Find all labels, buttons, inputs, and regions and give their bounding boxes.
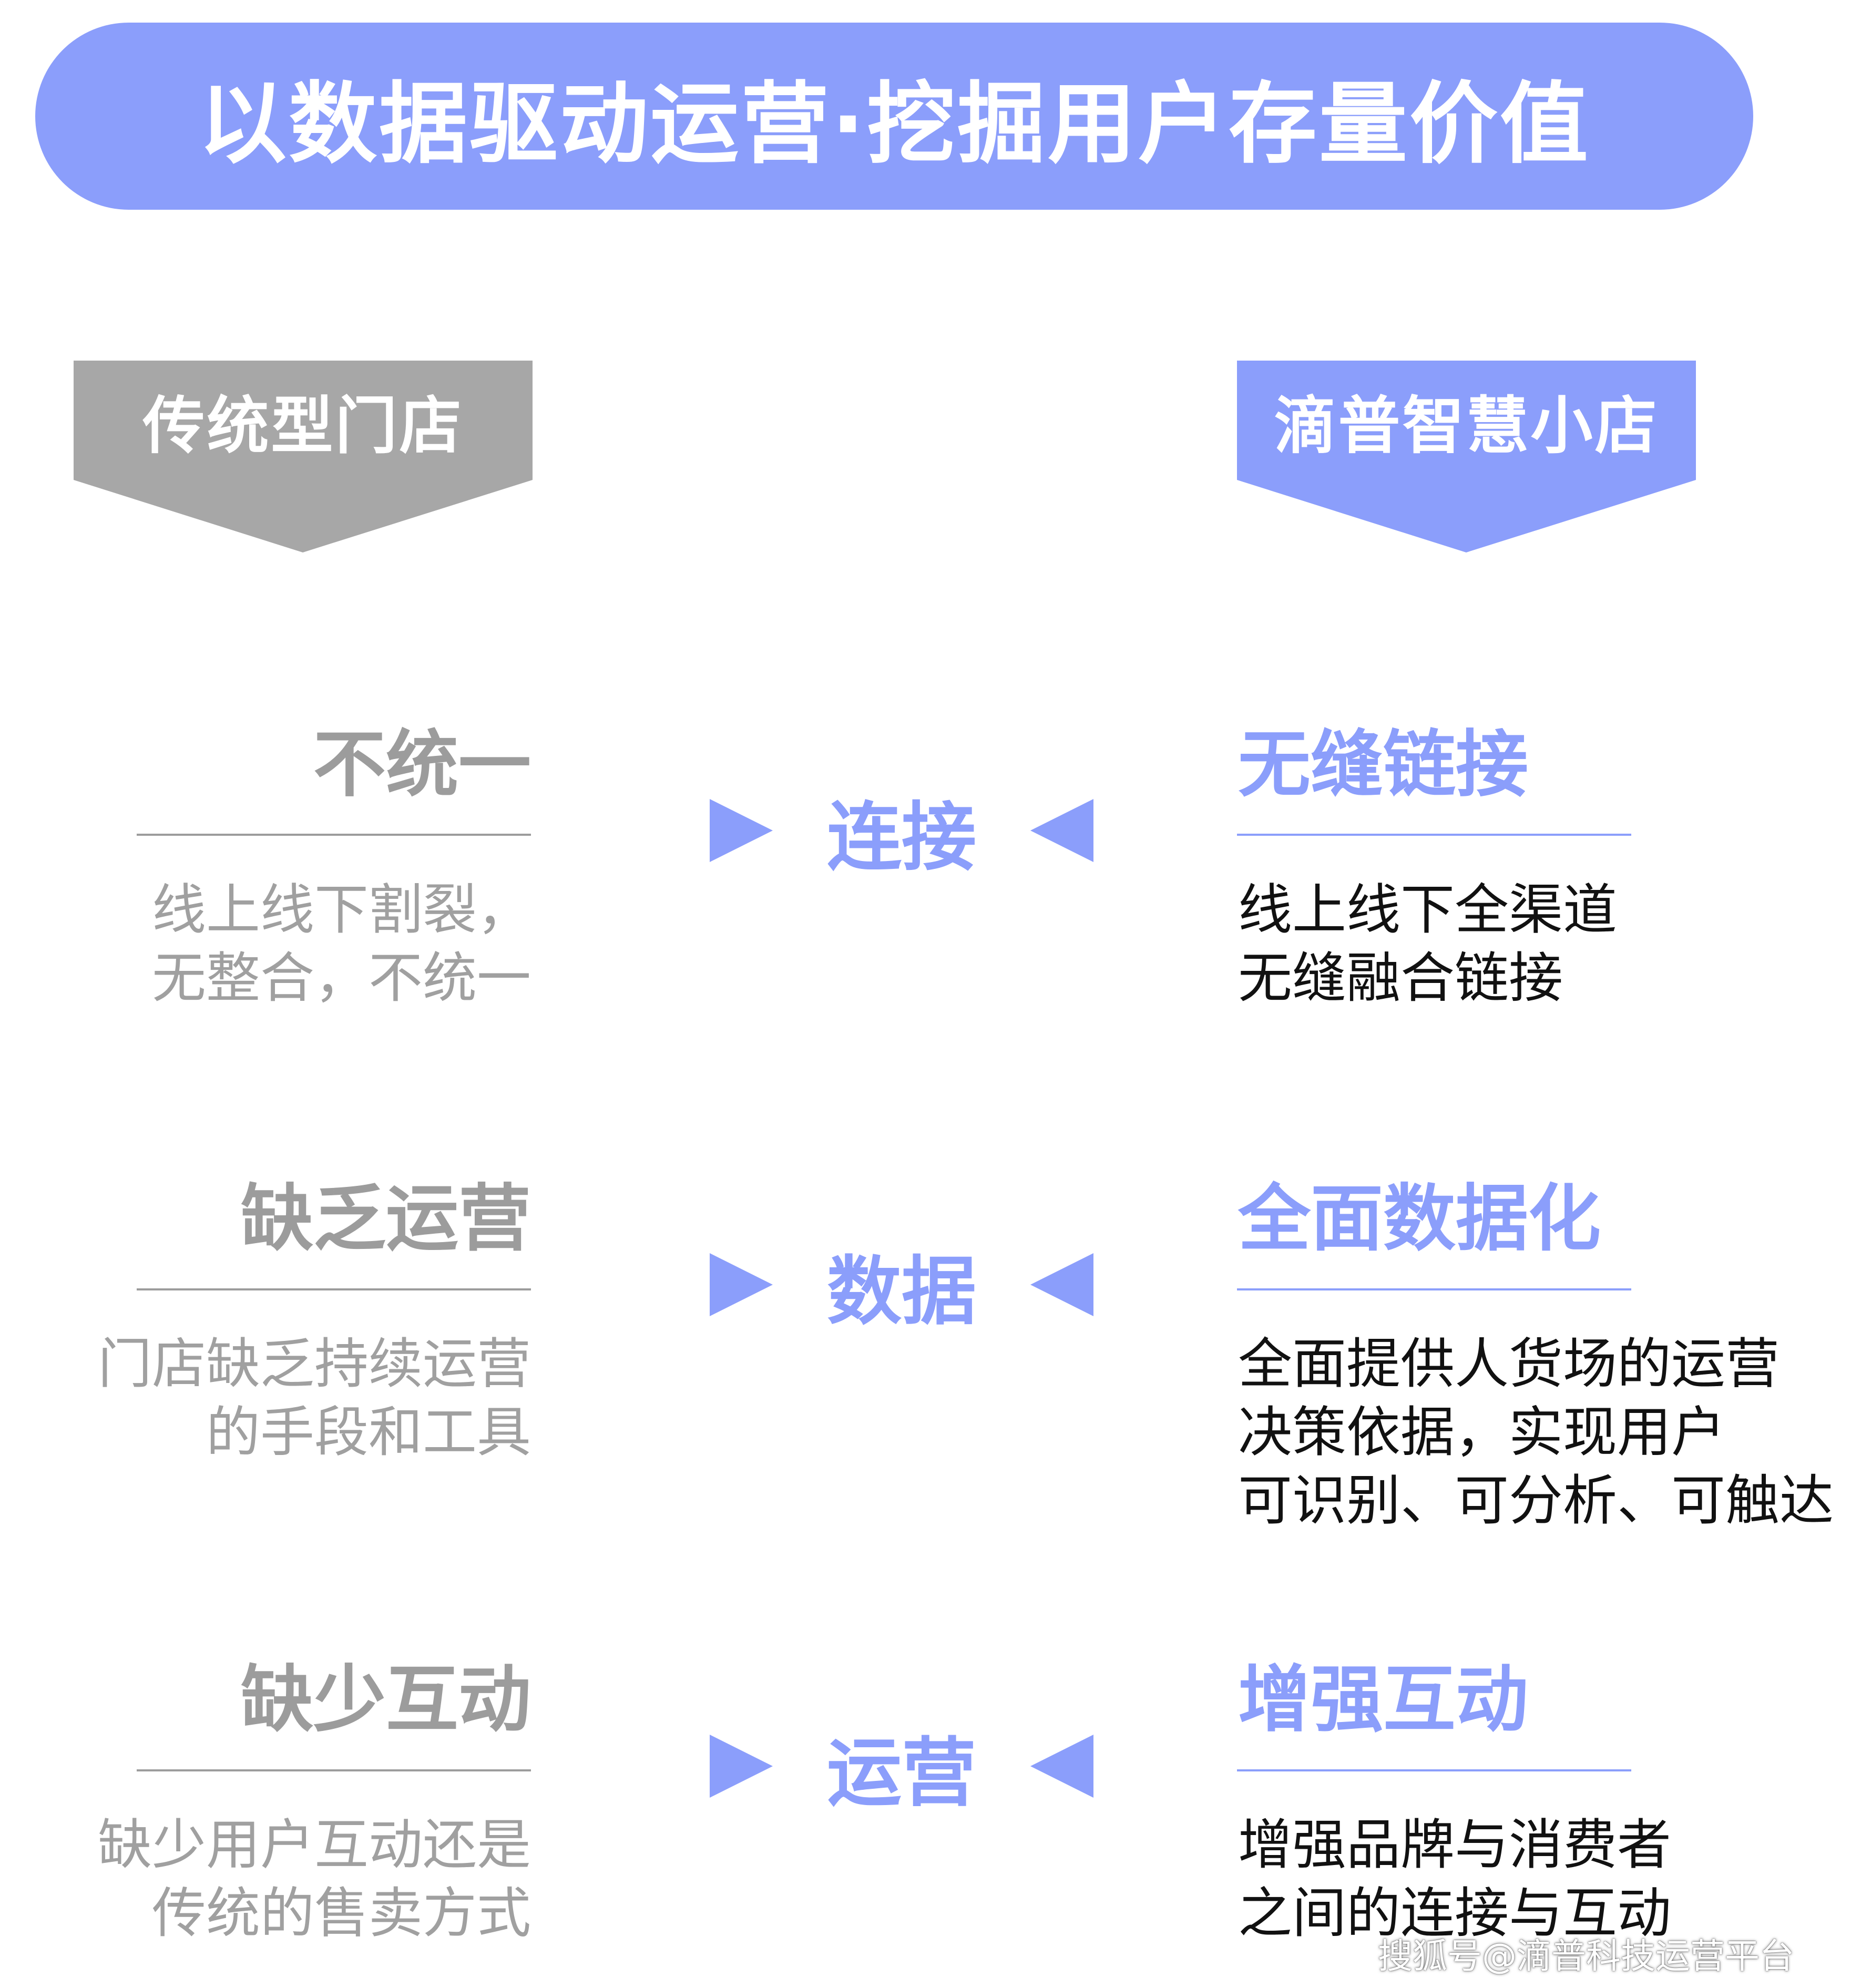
middle-label: 连接 <box>827 794 976 881</box>
traditional-store-label: 传统型门店 <box>142 390 464 462</box>
middle-connector: 连接 <box>704 783 1099 881</box>
middle-connector: 数据 <box>704 1237 1099 1335</box>
right-heading: 无缝链接 <box>1238 722 1529 807</box>
right-description-line: 可识别、可分析、可触达 <box>1238 1469 1834 1532</box>
connector-arrows <box>710 1735 1093 1798</box>
right-description: 线上线下全渠道 无缝融合链接 <box>1238 876 1843 1012</box>
left-pointing-arrow-icon <box>1030 1735 1093 1798</box>
right-description-line: 增强品牌与消费者 <box>1238 1813 1671 1877</box>
title-banner <box>35 23 1753 210</box>
left-divider <box>137 1769 531 1771</box>
middle-label: 运营 <box>827 1730 976 1817</box>
middle-label: 数据 <box>827 1248 976 1335</box>
left-description-line: 门店缺乏持续运营 <box>98 1333 531 1396</box>
left-pointing-arrow-icon <box>1030 1253 1093 1316</box>
right-description-line: 全面提供人货场的运营 <box>1238 1333 1780 1396</box>
left-description-line: 线上线下割裂， <box>152 878 531 941</box>
right-heading: 增强互动 <box>1238 1657 1529 1742</box>
smart-store-banner: 滴普智慧小店 <box>1237 361 1696 552</box>
right-heading: 全面数据化 <box>1238 1176 1601 1261</box>
right-pointing-arrow-icon <box>710 799 773 862</box>
banner-arrow-shape <box>74 361 533 552</box>
left-description-line: 无整合，不统一 <box>152 947 531 1010</box>
watermark: 搜狐号@滴普科技运营平台 <box>1378 1936 1794 1976</box>
left-heading: 缺少互动 <box>240 1657 531 1742</box>
right-description-line: 线上线下全渠道 <box>1238 878 1617 941</box>
left-description-line: 传统的售卖方式 <box>152 1882 531 1945</box>
traditional-store-banner: 传统型门店 <box>74 361 533 552</box>
left-description: 线上线下割裂， 无整合，不统一 <box>5 876 531 1012</box>
smart-store-label: 滴普智慧小店 <box>1274 390 1659 462</box>
right-divider <box>1237 834 1631 836</box>
right-description-line: 无缝融合链接 <box>1238 947 1563 1010</box>
page-title: 以数据驱动运营·挖掘用户存量价值 <box>198 72 1590 176</box>
right-divider <box>1237 1288 1631 1290</box>
left-pointing-arrow-icon <box>1030 799 1093 862</box>
connector-arrows <box>710 1253 1093 1316</box>
left-divider <box>137 1288 531 1290</box>
left-description-line: 的手段和工具 <box>206 1401 531 1464</box>
left-description-line: 缺少用户互动还是 <box>98 1813 531 1877</box>
right-description-line: 决策依据，实现用户 <box>1238 1401 1725 1464</box>
right-description: 增强品牌与消费者 之间的连接与互动 <box>1238 1811 1843 1948</box>
left-heading: 不统一 <box>313 722 531 807</box>
middle-connector: 运营 <box>704 1719 1099 1817</box>
right-pointing-arrow-icon <box>710 1253 773 1316</box>
connector-arrows <box>710 799 1093 862</box>
right-description-line: 之间的连接与互动 <box>1238 1882 1671 1945</box>
left-description: 缺少用户互动还是 传统的售卖方式 <box>5 1811 531 1948</box>
right-divider <box>1237 1769 1631 1771</box>
right-pointing-arrow-icon <box>710 1735 773 1798</box>
left-divider <box>137 834 531 836</box>
right-description: 全面提供人货场的运营 决策依据，实现用户 可识别、可分析、可触达 <box>1238 1330 1843 1535</box>
left-description: 门店缺乏持续运营 的手段和工具 <box>5 1330 531 1467</box>
banner-arrow-shape <box>1237 361 1696 552</box>
left-heading: 缺乏运营 <box>240 1176 531 1261</box>
